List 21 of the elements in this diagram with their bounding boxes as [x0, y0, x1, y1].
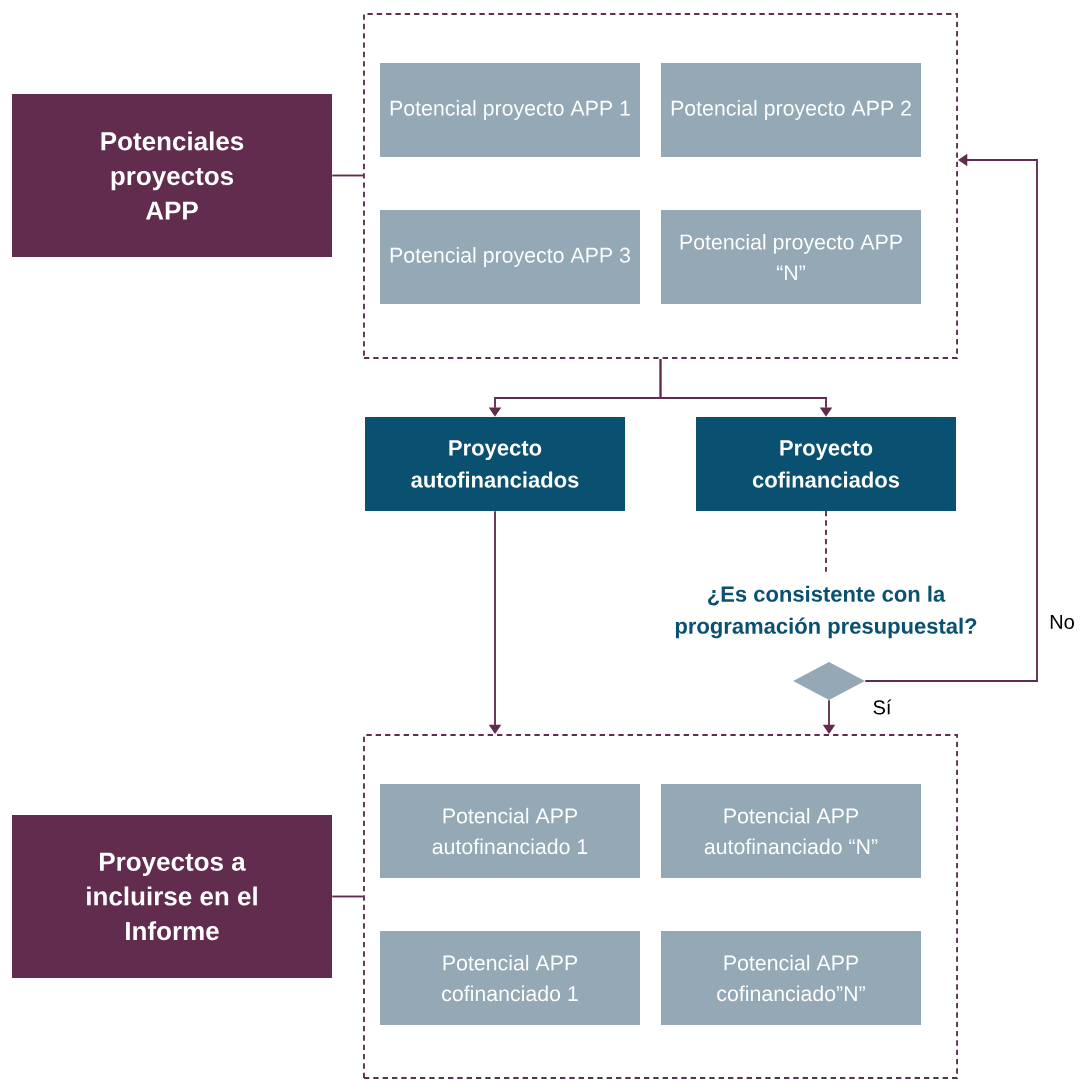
edge-label: Sí	[871, 698, 893, 716]
edge-label: No	[1047, 613, 1077, 631]
dashed-frame	[363, 734, 958, 1079]
group-label-box: Proyectos a incluirse en el Informe	[12, 815, 332, 978]
group-label-box: Potenciales proyectos APP	[12, 94, 332, 257]
project-box: Potencial proyecto APP 3	[380, 210, 640, 304]
question-text: ¿Es consistente con la programación presupuestal?	[675, 585, 977, 639]
project-box: Potencial APP cofinanciado”N”	[661, 931, 921, 1025]
project-box: Potencial proyecto APP 1	[380, 63, 640, 157]
decision-diamond	[793, 662, 865, 700]
project-box: Potencial proyecto APP “N”	[661, 210, 921, 304]
project-box: Potencial APP autofinanciado “N”	[661, 784, 921, 878]
project-box: Potencial APP cofinanciado 1	[380, 931, 640, 1025]
dashed-frame	[363, 13, 958, 359]
connector	[331, 895, 364, 898]
category-box: Proyecto cofinanciados	[696, 417, 956, 511]
category-box: Proyecto autofinanciados	[365, 417, 625, 511]
connector	[331, 174, 364, 177]
connector	[825, 510, 827, 573]
project-box: Potencial proyecto APP 2	[661, 63, 921, 157]
project-box: Potencial APP autofinanciado 1	[380, 784, 640, 878]
